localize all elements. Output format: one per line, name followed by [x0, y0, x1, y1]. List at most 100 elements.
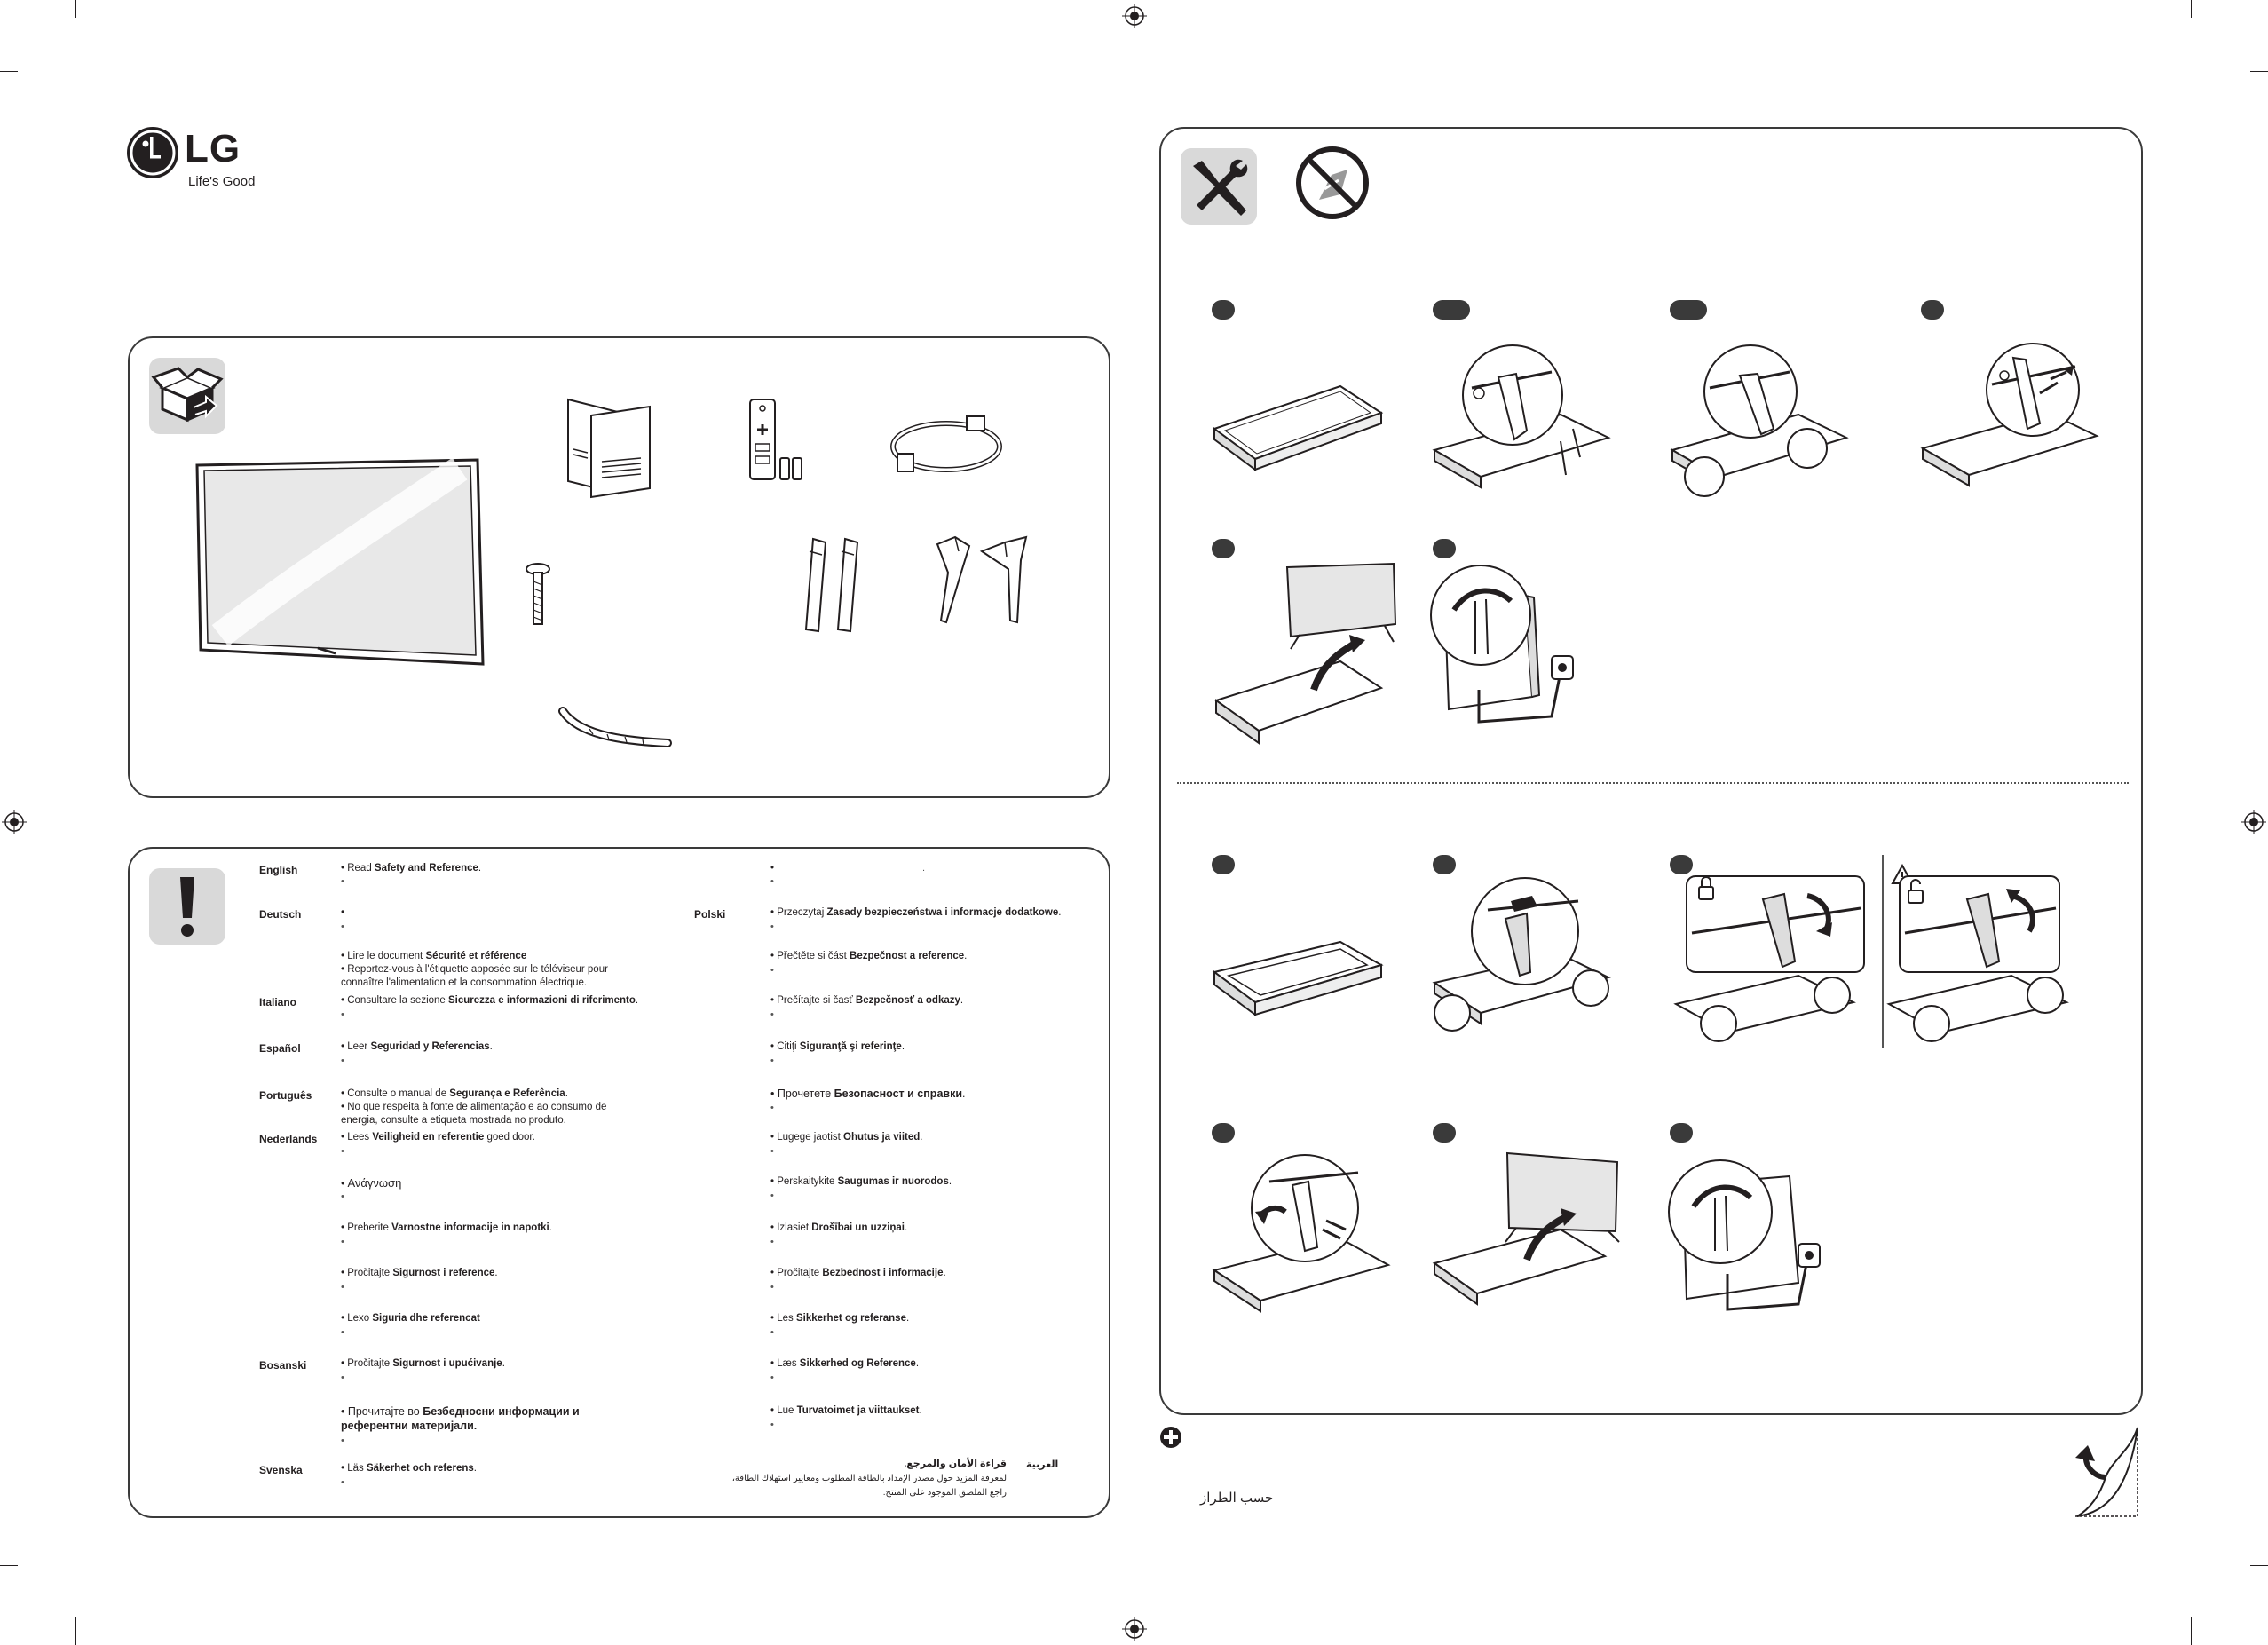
french-line-1: • Lire le document Sécurité et référence	[341, 951, 527, 961]
macedonian-line-1: • Прочитајте во Безбедносни информации и	[341, 1405, 580, 1418]
bullet-marker: •	[341, 1146, 344, 1157]
arabic-line-2: لمعرفة المزيد حول مصدر الإمداد بالطاقة ا…	[731, 1474, 1007, 1483]
lang-name-polski: Polski	[694, 908, 726, 921]
english-line: • Read Safety and Reference.	[341, 863, 482, 874]
bullet-marker: .	[922, 863, 926, 874]
bulgarian-line: • Прочетете Безопасност и справки.	[770, 1087, 966, 1100]
czech-line: • Přečtěte si část Bezpečnost a referenc…	[770, 951, 968, 961]
registration-mark-icon	[2241, 810, 2266, 834]
brand-logo: LG Life's Good	[126, 123, 286, 194]
stand-legs-alt-illustration	[936, 535, 1028, 624]
step-badge	[1921, 300, 1944, 320]
albanian-line: • Lexo Siguria dhe referencat	[341, 1313, 480, 1324]
step-badge	[1433, 1123, 1456, 1143]
polish-line: • Przeczytaj Zasady bezpieczeństwa i inf…	[770, 907, 1062, 918]
latvian-line: • Izlasiet Drošībai un uzziņai.	[770, 1222, 908, 1233]
plus-circle-icon	[1160, 1427, 1181, 1448]
slovenian-line: • Preberite Varnostne informacije in nap…	[341, 1222, 552, 1233]
bullet-marker: •	[770, 1009, 774, 1020]
lock-leg-illustration	[1673, 875, 1865, 1042]
step-badge	[1433, 300, 1470, 320]
attach-stand-alt-illustration	[1670, 344, 1849, 497]
swedish-line: • Läs Säkerhet och referens.	[341, 1463, 477, 1474]
exclamation-icon	[149, 868, 225, 945]
bullet-marker: •	[341, 1477, 344, 1488]
insert-leg-illustration	[1432, 877, 1611, 1032]
box-icon	[149, 358, 225, 434]
assembly-panel	[1159, 127, 2143, 1415]
screw-leg-illustration	[1212, 1154, 1391, 1313]
bullet-marker: •	[341, 1191, 344, 1202]
screw-illustration	[526, 563, 550, 625]
french-line-3: connaître l'alimentation et la consommat…	[341, 977, 588, 988]
arabic-line-1: قراءة الأمان والمرجع.	[904, 1459, 1007, 1469]
deutsch-line: •	[341, 907, 345, 918]
macedonian-line-2: референтни материјали.	[341, 1420, 478, 1432]
top-right-line: •	[770, 863, 775, 874]
tv-illustration	[195, 458, 485, 666]
lang-name-nederlands: Nederlands	[259, 1133, 318, 1145]
bullet-marker: •	[770, 1103, 774, 1113]
registration-mark-icon	[1122, 4, 1147, 28]
step-badge	[1670, 855, 1693, 874]
stand-legs-illustration	[804, 537, 859, 633]
norwegian-line: • Les Sikkerhet og referanse.	[770, 1313, 910, 1324]
bullet-marker: •	[341, 1435, 344, 1446]
lang-name-arabic: العربية	[1026, 1459, 1059, 1470]
page-curl-icon	[2075, 1427, 2138, 1517]
lg-logo-icon	[127, 127, 178, 178]
stand-up-tv-illustration	[1213, 562, 1397, 745]
danish-line: • Læs Sikkerhed og Reference.	[770, 1358, 920, 1369]
slovak-line: • Prečítajte si časť Bezpečnosť a odkazy…	[770, 995, 964, 1006]
serbian-line: • Pročitajte Bezbednost i informacije.	[770, 1268, 946, 1278]
tagline: Life's Good	[188, 174, 256, 189]
registration-mark-icon	[1122, 1617, 1147, 1641]
lang-name-portugues: Português	[259, 1089, 312, 1102]
lang-name-deutsch: Deutsch	[259, 908, 302, 921]
bullet-marker: •	[770, 1420, 774, 1430]
vertical-divider	[1882, 855, 1884, 1048]
bullet-marker: •	[341, 1009, 344, 1020]
lithuanian-line: • Perskaitykite Saugumas ir nuorodos.	[770, 1176, 952, 1187]
lang-name-bosanski: Bosanski	[259, 1359, 307, 1372]
lang-name-svenska: Svenska	[259, 1464, 303, 1476]
bullet-marker: •	[770, 1327, 774, 1338]
tv-face-down-alt-illustration	[1212, 940, 1384, 1016]
bullet-marker: •	[770, 965, 774, 976]
finnish-line: • Lue Turvatoimet ja viittaukset.	[770, 1405, 922, 1416]
connect-cable-alt-illustration	[1668, 1159, 1821, 1311]
step-badge	[1433, 855, 1456, 874]
bullet-marker: •	[341, 1056, 344, 1066]
no-tool-icon	[1296, 146, 1369, 219]
bullet-marker: •	[770, 1190, 774, 1201]
unlock-leg-illustration	[1886, 875, 2069, 1042]
bullet-marker: •	[770, 921, 774, 932]
step-badge	[1212, 539, 1235, 558]
bullet-marker: •	[770, 1146, 774, 1157]
connect-cable-illustration	[1430, 565, 1574, 724]
screwdriver-wrench-icon	[1181, 148, 1257, 225]
bullet-marker: •	[341, 876, 344, 887]
lang-name-english: English	[259, 864, 298, 876]
step-badge	[1212, 300, 1235, 320]
step-badge	[1212, 1123, 1235, 1143]
tv-face-down-illustration	[1212, 384, 1384, 471]
bullet-marker: •	[341, 1237, 344, 1247]
power-cord-illustration	[890, 415, 1002, 472]
spanish-line: • Leer Seguridad y Referencias.	[341, 1041, 493, 1052]
step-badge	[1212, 855, 1235, 874]
estonian-line: • Lugege jaotist Ohutus ja viited.	[770, 1132, 923, 1143]
manuals-illustration	[567, 398, 651, 499]
section-divider	[1177, 782, 2129, 784]
portuguese-line-1: • Consulte o manual de Segurança e Refer…	[341, 1088, 568, 1099]
step-badge	[1670, 1123, 1693, 1143]
french-line-2: • Reportez-vous à l'étiquette apposée su…	[341, 964, 608, 975]
bullet-marker: •	[770, 1282, 774, 1293]
bullet-marker: •	[341, 1282, 344, 1293]
step-badge	[1433, 539, 1456, 558]
lang-name-espanol: Español	[259, 1042, 301, 1055]
italian-line: • Consultare la sezione Sicurezza e info…	[341, 995, 639, 1006]
registration-mark-icon	[2, 810, 27, 834]
lang-name-italiano: Italiano	[259, 996, 297, 1008]
portuguese-line-2: • No que respeita à fonte de alimentação…	[341, 1102, 607, 1112]
